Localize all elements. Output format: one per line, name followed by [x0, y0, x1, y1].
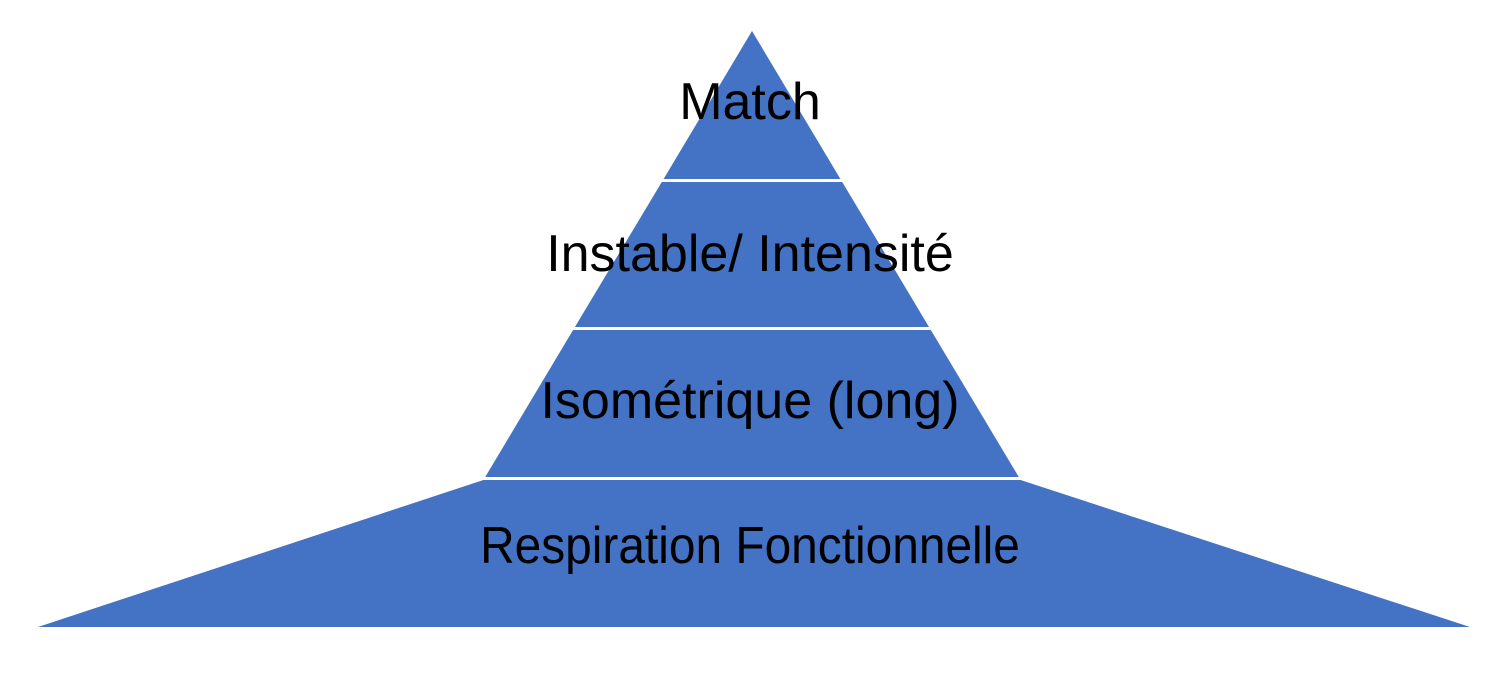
- pyramid-tier-1-shape[interactable]: [663, 31, 841, 179]
- pyramid-tier-2-shape[interactable]: [574, 182, 929, 327]
- pyramid-tier-3-shape[interactable]: [485, 330, 1019, 477]
- pyramid-tier-4-shape[interactable]: [38, 480, 1470, 627]
